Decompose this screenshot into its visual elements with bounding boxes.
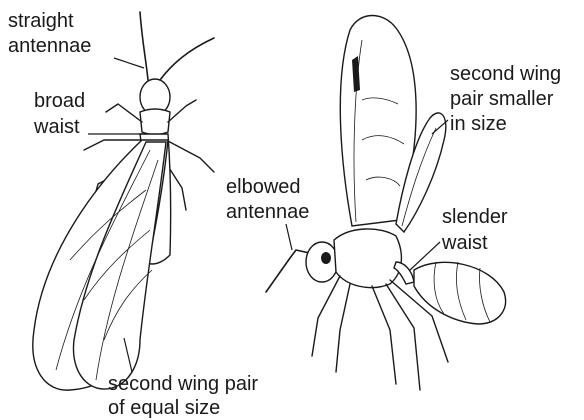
label-second-wing-smaller-line-2: pair smaller (450, 88, 554, 110)
svg-text:waist: waist (33, 116, 80, 138)
svg-text:in size: in size (450, 113, 507, 135)
svg-text:second wing: second wing (450, 63, 561, 85)
termite-illustration (33, 12, 214, 390)
label-straight-antennae-line-1: straight (8, 10, 74, 32)
label-broad-waist-line-1: broad (34, 90, 85, 112)
svg-text:pair smaller: pair smaller (450, 88, 554, 110)
svg-text:elbowed: elbowed (226, 176, 301, 198)
label-second-wing-smaller-line-3: in size (450, 113, 507, 135)
label-broad-waist: broad waist (33, 90, 146, 138)
svg-text:waist: waist (441, 232, 488, 254)
ant-eye (321, 252, 331, 264)
svg-text:slender: slender (442, 206, 508, 228)
label-slender-waist: slender waist (410, 206, 508, 270)
leader-straight-antennae (114, 58, 144, 68)
label-broad-waist-line-2: waist (33, 116, 80, 138)
label-second-wing-smaller: second wing pair smaller in size (432, 63, 561, 135)
termite-antenna-right (160, 38, 214, 80)
ant-gaster (414, 262, 506, 324)
label-slender-waist-line-2: waist (441, 232, 488, 254)
label-second-wing-smaller-line-1: second wing (450, 63, 561, 85)
leader-elbowed-antennae (286, 224, 292, 250)
label-slender-waist-line-1: slender (442, 206, 508, 228)
svg-text:antennae: antennae (226, 201, 309, 223)
label-straight-antennae: straight antennae (8, 10, 144, 68)
termite-thorax (140, 109, 170, 135)
label-elbowed-antennae-line-2: antennae (226, 201, 309, 223)
label-straight-antennae-line-2: antennae (8, 35, 91, 57)
svg-text:of equal size: of equal size (108, 397, 220, 419)
label-elbowed-antennae-line-1: elbowed (226, 176, 301, 198)
ant-head (306, 242, 338, 282)
svg-text:antennae: antennae (8, 35, 91, 57)
ant-thorax (334, 229, 401, 288)
svg-text:second wing pair: second wing pair (108, 373, 258, 395)
svg-text:straight: straight (8, 10, 74, 32)
label-second-wing-equal-line-2: of equal size (108, 397, 220, 419)
label-elbowed-antennae: elbowed antennae (226, 176, 309, 250)
svg-text:broad: broad (34, 90, 85, 112)
termite-antenna-left (140, 12, 148, 80)
label-second-wing-equal-line-1: second wing pair (108, 373, 258, 395)
